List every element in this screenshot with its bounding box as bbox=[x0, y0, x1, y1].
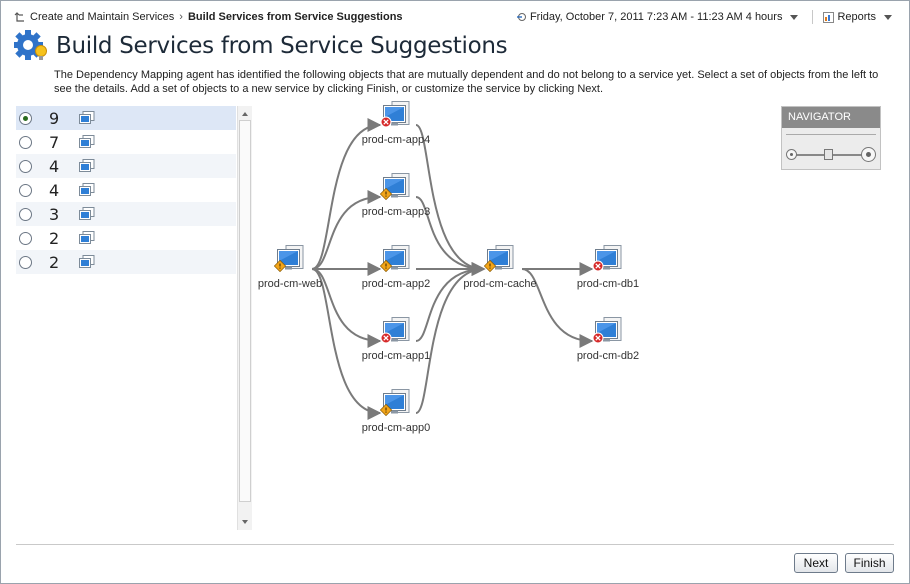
suggestion-row[interactable]: 9 bbox=[16, 106, 236, 130]
graph-node-app0[interactable]: prod-cm-app0 bbox=[351, 388, 441, 434]
graph-node-label: prod-cm-app0 bbox=[361, 422, 431, 434]
zoom-slider-handle[interactable] bbox=[824, 149, 833, 160]
dependency-graph[interactable]: prod-cm-web prod-cm-app4 prod-cm-app3 prod-… bbox=[252, 100, 892, 530]
graph-node-app1[interactable]: prod-cm-app1 bbox=[351, 316, 441, 362]
navigator-title: NAVIGATOR bbox=[782, 107, 880, 128]
graph-node-label: prod-cm-db2 bbox=[576, 350, 640, 362]
reports-chevron-down-icon[interactable] bbox=[884, 14, 892, 20]
graph-node-label: prod-cm-cache bbox=[463, 278, 537, 290]
breadcrumb-separator-icon: › bbox=[179, 11, 183, 23]
reports-menu[interactable]: Reports bbox=[837, 11, 876, 23]
graph-node-label: prod-cm-app3 bbox=[361, 206, 431, 218]
suggestion-count: 3 bbox=[49, 204, 60, 224]
finish-button[interactable]: Finish bbox=[845, 553, 894, 573]
next-button[interactable]: Next bbox=[794, 553, 838, 573]
zoom-in-icon[interactable] bbox=[861, 147, 876, 162]
graph-node-label: prod-cm-app2 bbox=[361, 278, 431, 290]
graph-node-db2[interactable]: prod-cm-db2 bbox=[563, 316, 653, 362]
page-description: The Dependency Mapping agent has identif… bbox=[54, 69, 879, 95]
edge-app3-to-cache bbox=[415, 196, 486, 276]
time-range-arrow-icon bbox=[516, 13, 526, 21]
server-monitor-icon bbox=[380, 173, 410, 201]
suggestion-count: 4 bbox=[49, 180, 60, 200]
suggestion-row[interactable]: 3 bbox=[16, 202, 236, 226]
edge-web-to-app0 bbox=[311, 268, 382, 420]
suggestion-radio[interactable] bbox=[19, 183, 32, 197]
suggestion-radio[interactable] bbox=[19, 135, 32, 149]
server-monitor-icon bbox=[380, 317, 410, 344]
edge-app1-to-cache bbox=[415, 262, 486, 342]
time-range-selector[interactable]: Friday, October 7, 2011 7:23 AM - 11:23 … bbox=[529, 11, 783, 23]
graph-node-label: prod-cm-web bbox=[257, 278, 323, 290]
edge-web-to-app4 bbox=[311, 118, 382, 270]
breadcrumb-parent-link[interactable]: Create and Maintain Services bbox=[30, 11, 175, 23]
graph-node-label: prod-cm-db1 bbox=[576, 278, 640, 290]
suggestion-row[interactable]: 7 bbox=[16, 130, 236, 154]
navigator-divider bbox=[786, 134, 876, 135]
navigator-panel: NAVIGATOR bbox=[781, 106, 881, 170]
page-header: Build Services from Service Suggestions bbox=[14, 30, 508, 62]
server-monitor-icon bbox=[380, 101, 410, 128]
breadcrumb-current: Build Services from Service Suggestions bbox=[187, 11, 403, 23]
suggestion-radio[interactable] bbox=[19, 207, 32, 221]
scrollbar-thumb[interactable] bbox=[239, 120, 251, 502]
server-monitor-icon bbox=[380, 389, 410, 417]
server-monitor-icon bbox=[484, 245, 514, 273]
toolbar-divider bbox=[812, 10, 814, 24]
server-monitor-icon bbox=[592, 317, 622, 344]
toolbar: Friday, October 7, 2011 7:23 AM - 11:23 … bbox=[516, 9, 892, 25]
suggestion-row[interactable]: 4 bbox=[16, 178, 236, 202]
server-monitor-icon bbox=[380, 245, 410, 273]
graph-edges bbox=[311, 118, 594, 420]
footer-divider bbox=[16, 544, 894, 545]
server-monitor-icon bbox=[274, 245, 304, 273]
suggestion-row[interactable]: 2 bbox=[16, 250, 236, 274]
graph-node-app4[interactable]: prod-cm-app4 bbox=[351, 100, 441, 146]
reports-icon bbox=[823, 11, 835, 23]
radio-selected-dot bbox=[23, 115, 28, 121]
list-scrollbar[interactable] bbox=[237, 106, 252, 530]
suggestion-count: 4 bbox=[49, 156, 60, 176]
graph-node-app2[interactable]: prod-cm-app2 bbox=[351, 244, 441, 290]
suggestion-count: 7 bbox=[49, 132, 60, 152]
edge-cache-to-db2 bbox=[521, 268, 594, 348]
edge-app4-to-cache bbox=[415, 124, 486, 276]
suggestion-radio[interactable] bbox=[19, 159, 32, 173]
breadcrumb: Create and Maintain Services › Build Ser… bbox=[14, 9, 403, 25]
graph-node-db1[interactable]: prod-cm-db1 bbox=[563, 244, 653, 290]
server-group-icon bbox=[79, 111, 95, 124]
scroll-up-icon[interactable] bbox=[238, 108, 252, 120]
graph-node-label: prod-cm-app4 bbox=[361, 134, 431, 146]
server-group-icon bbox=[79, 231, 95, 244]
server-group-icon bbox=[79, 255, 95, 268]
server-group-icon bbox=[79, 183, 95, 196]
suggestion-list: 9 7 4 4 3 2 2 bbox=[16, 106, 236, 530]
time-range-chevron-down-icon[interactable] bbox=[790, 14, 799, 20]
suggestion-count: 2 bbox=[49, 228, 60, 248]
graph-node-app3[interactable]: prod-cm-app3 bbox=[351, 172, 441, 218]
breadcrumb-home-icon[interactable] bbox=[14, 11, 26, 23]
server-group-icon bbox=[79, 135, 95, 148]
graph-node-label: prod-cm-app1 bbox=[361, 350, 431, 362]
suggestion-radio[interactable] bbox=[19, 255, 32, 269]
suggestion-count: 9 bbox=[49, 108, 60, 128]
page-title: Build Services from Service Suggestions bbox=[56, 33, 508, 59]
scroll-down-icon[interactable] bbox=[238, 516, 252, 528]
graph-node-web[interactable]: prod-cm-web bbox=[245, 244, 335, 290]
suggestion-radio[interactable] bbox=[19, 231, 32, 245]
suggestion-radio[interactable] bbox=[19, 111, 32, 125]
graph-node-cache[interactable]: prod-cm-cache bbox=[455, 244, 545, 290]
edge-web-to-app3 bbox=[311, 190, 382, 270]
gear-lightbulb-icon bbox=[14, 30, 47, 60]
edge-app0-to-cache bbox=[415, 262, 486, 414]
server-group-icon bbox=[79, 207, 95, 220]
suggestion-row[interactable]: 4 bbox=[16, 154, 236, 178]
zoom-out-icon[interactable] bbox=[786, 149, 797, 160]
server-group-icon bbox=[79, 159, 95, 172]
suggestion-row[interactable]: 2 bbox=[16, 226, 236, 250]
edge-web-to-app1 bbox=[311, 268, 382, 348]
suggestion-count: 2 bbox=[49, 252, 60, 272]
server-monitor-icon bbox=[592, 245, 622, 272]
